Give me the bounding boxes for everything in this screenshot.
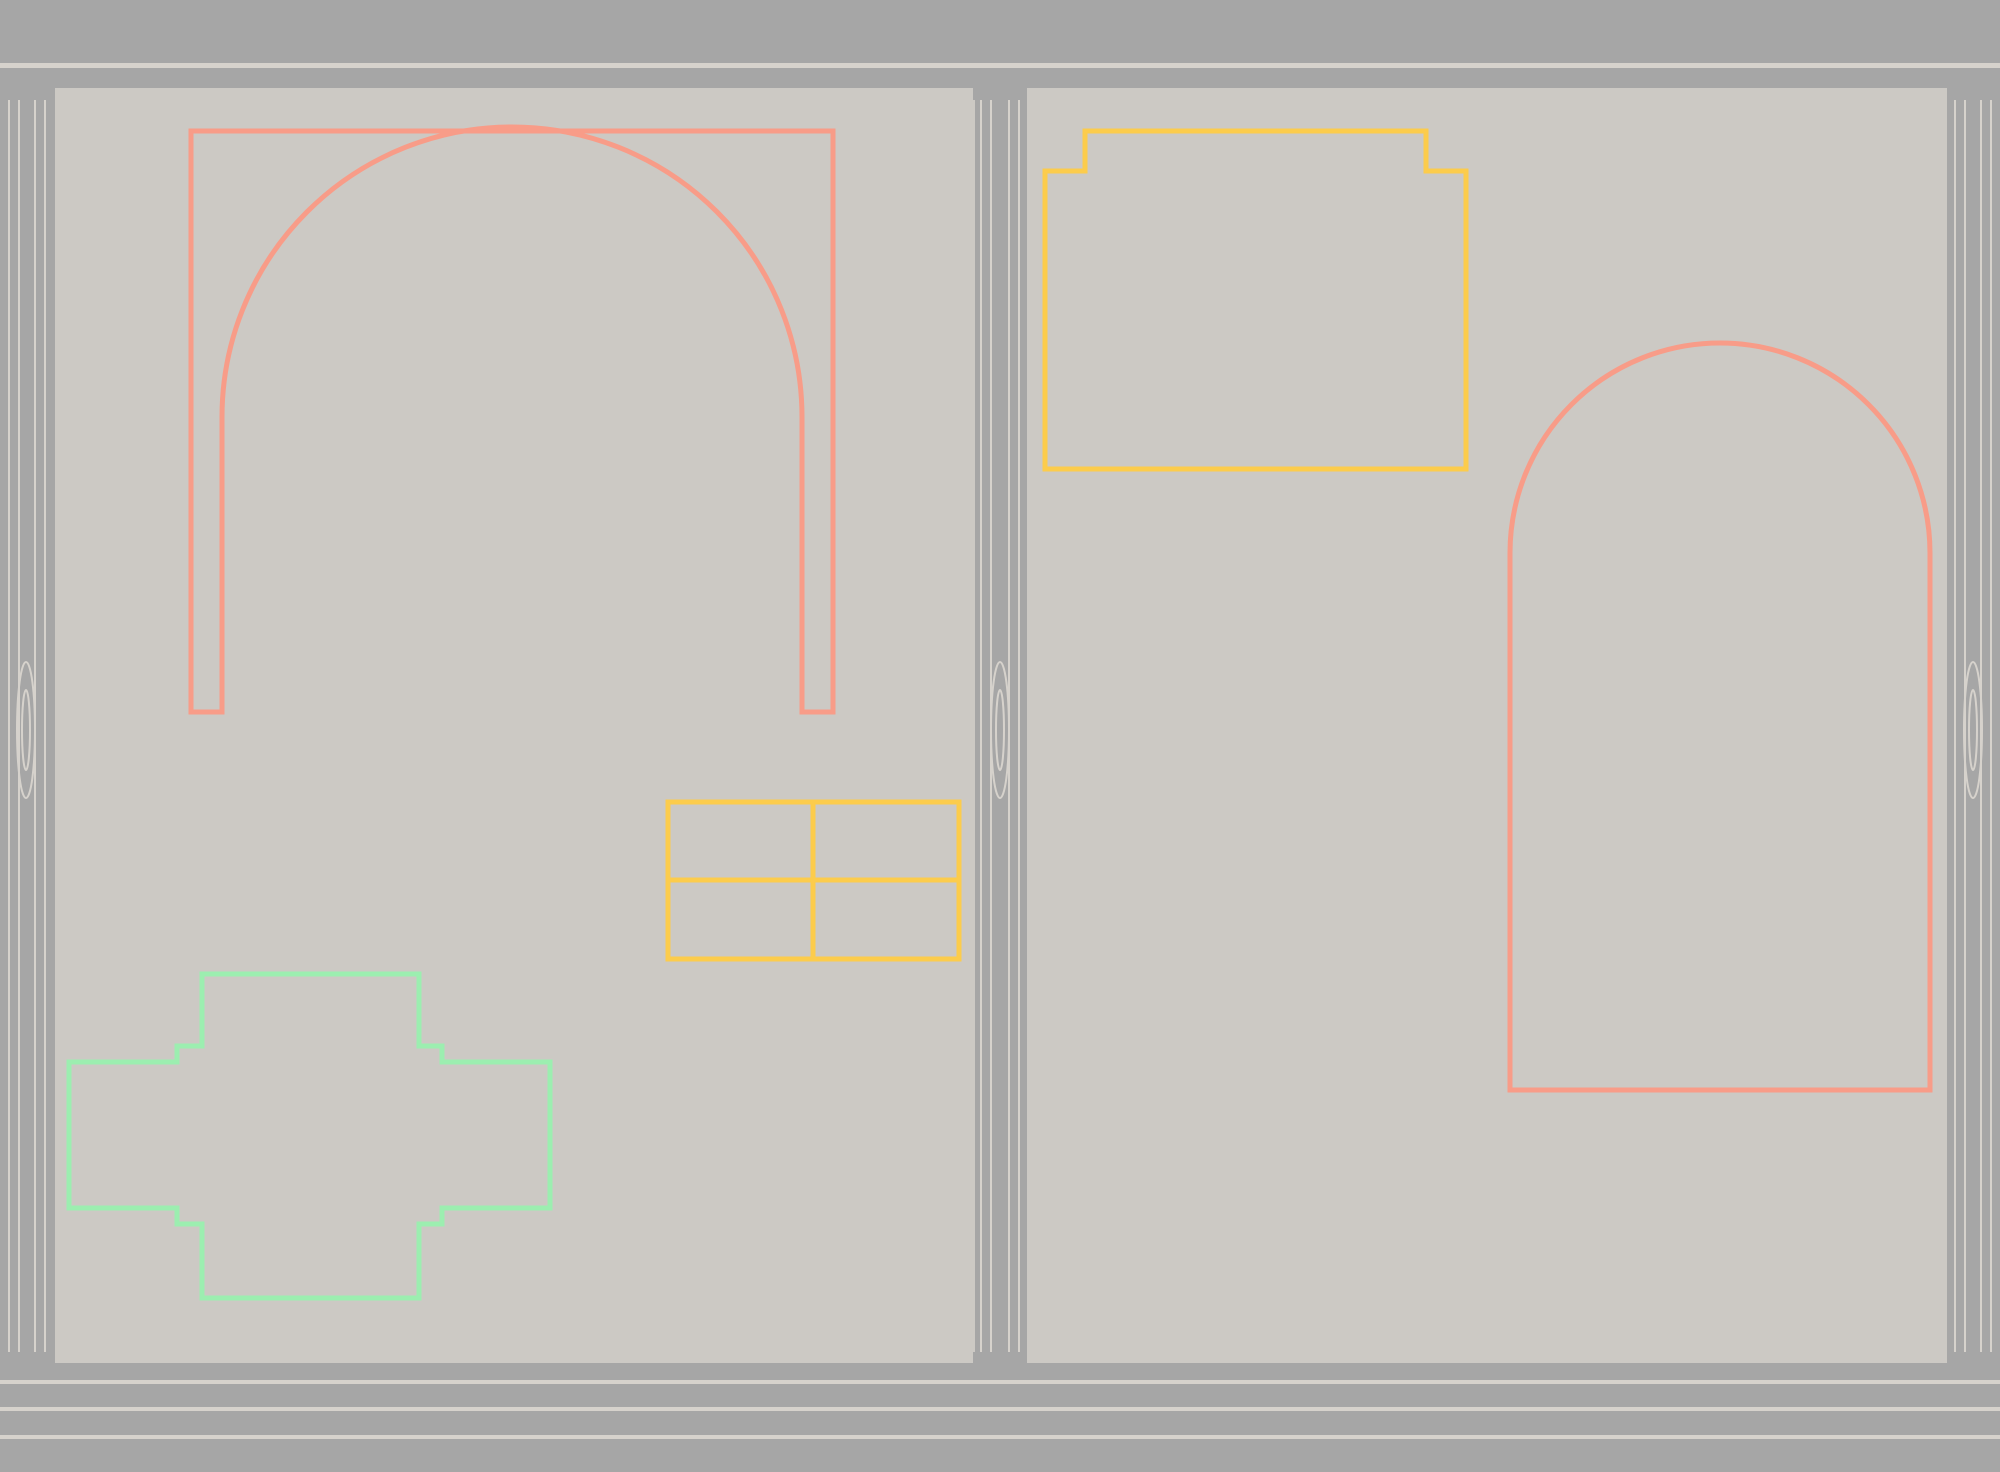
panel-left [55,88,975,1363]
arched-door-outline [1507,340,1933,1093]
notched-panel-outline [1042,128,1469,472]
cross-plan-outline [66,971,553,1301]
base-steps [0,1363,2000,1472]
panel-right [1027,88,1947,1363]
pilaster-left [8,100,46,1352]
window-grid-2x2 [665,799,962,962]
top-cornice [0,0,2000,88]
cornice-line [0,63,2000,68]
cornice-band [0,0,2000,64]
pilaster-center [980,100,1020,1352]
cornice-band-lower [0,68,2000,88]
pilaster-caps [0,88,2000,1364]
pilaster-right [1954,100,1992,1352]
archway-outline-left [188,124,836,715]
